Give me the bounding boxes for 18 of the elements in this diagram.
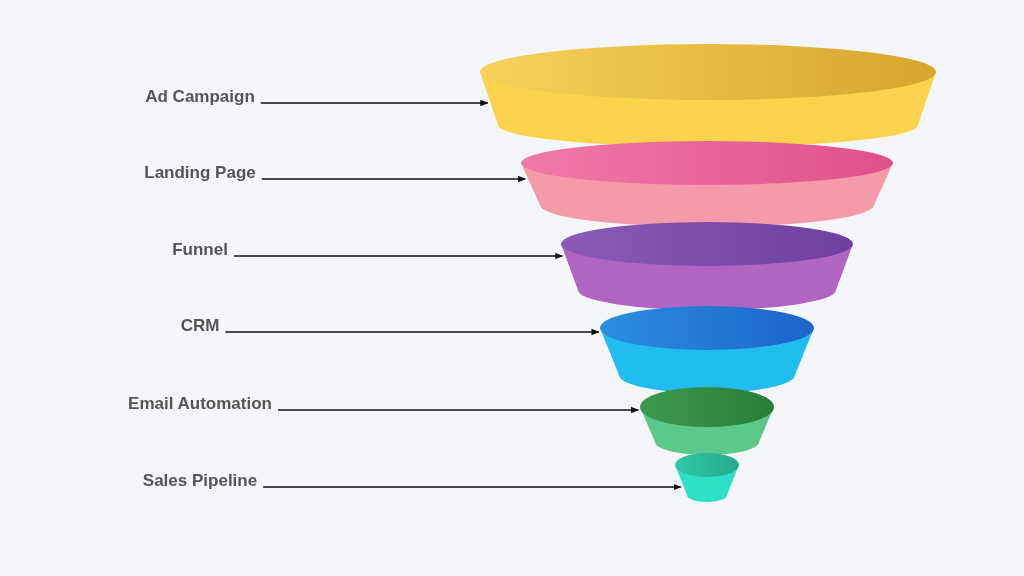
arrow	[259, 99, 489, 107]
stage-label: Funnel	[172, 240, 228, 260]
stage-label: Landing Page	[144, 163, 256, 183]
arrow	[277, 406, 640, 414]
stage-label: CRM	[180, 316, 220, 336]
funnel-layer	[675, 453, 739, 502]
funnel-layer	[480, 44, 936, 147]
arrow	[224, 328, 600, 336]
funnel-layer	[600, 306, 814, 393]
arrow	[262, 483, 682, 491]
funnel-layer	[640, 387, 774, 455]
funnel-layer	[521, 141, 893, 227]
stage-label: Ad Campaign	[145, 87, 255, 107]
funnel-layer	[561, 222, 853, 310]
stage-label: Sales Pipeline	[142, 471, 258, 491]
stage-label: Email Automation	[128, 394, 272, 414]
arrow	[233, 252, 564, 260]
arrow	[260, 175, 527, 183]
